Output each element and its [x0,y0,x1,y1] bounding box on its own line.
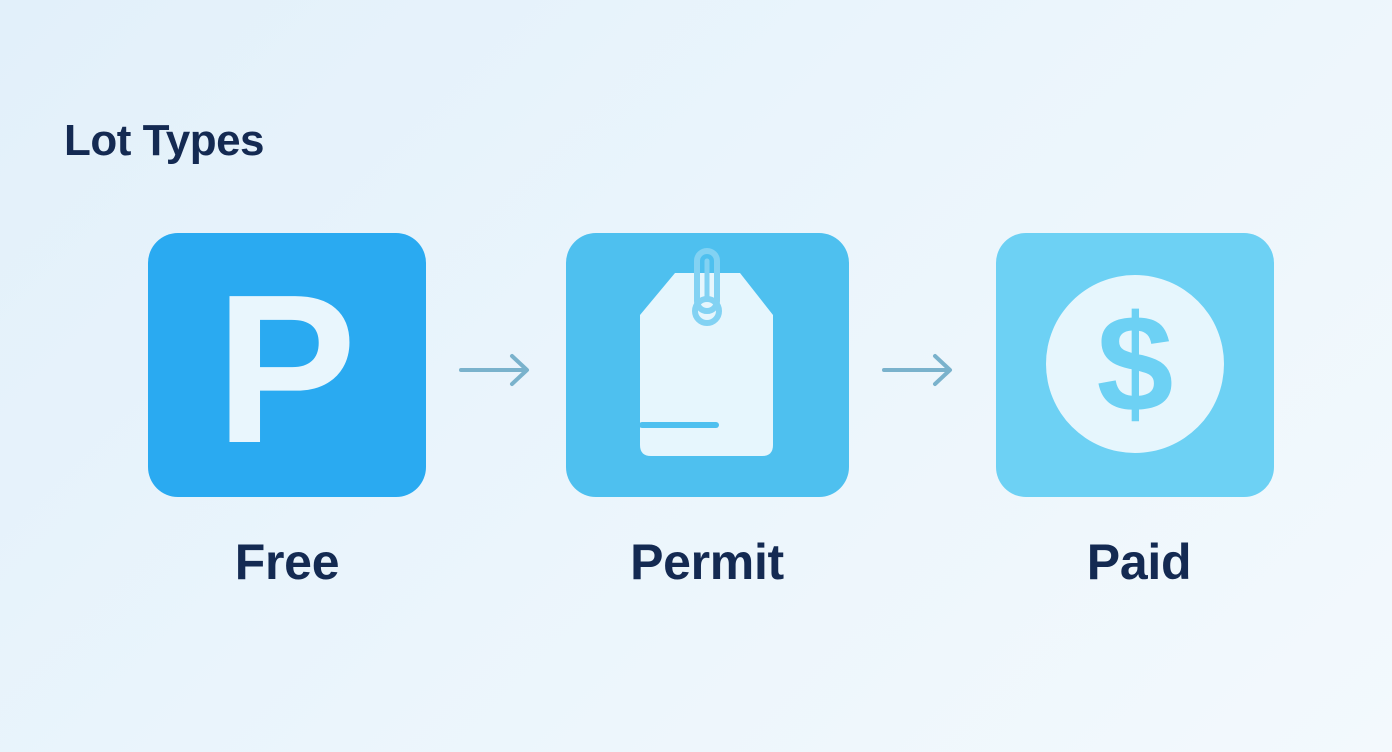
step-label-free: Free [234,534,340,590]
dollar-coin-icon: $ [1046,275,1224,453]
dollar-sign-glyph: $ [1097,287,1174,441]
parking-p-glyph: P [215,250,356,487]
tile-free: P [148,233,426,497]
flow-arrow-icon [881,350,955,390]
diagram-title: Lot Types [64,116,265,165]
permit-tag-icon [639,248,773,456]
step-label-permit: Permit [630,534,784,590]
parking-p-icon: P [215,250,356,487]
flow-arrow-icon [458,350,532,390]
tile-paid: $ [996,233,1274,497]
tile-permit [566,233,849,497]
step-label-paid: Paid [1086,534,1192,590]
